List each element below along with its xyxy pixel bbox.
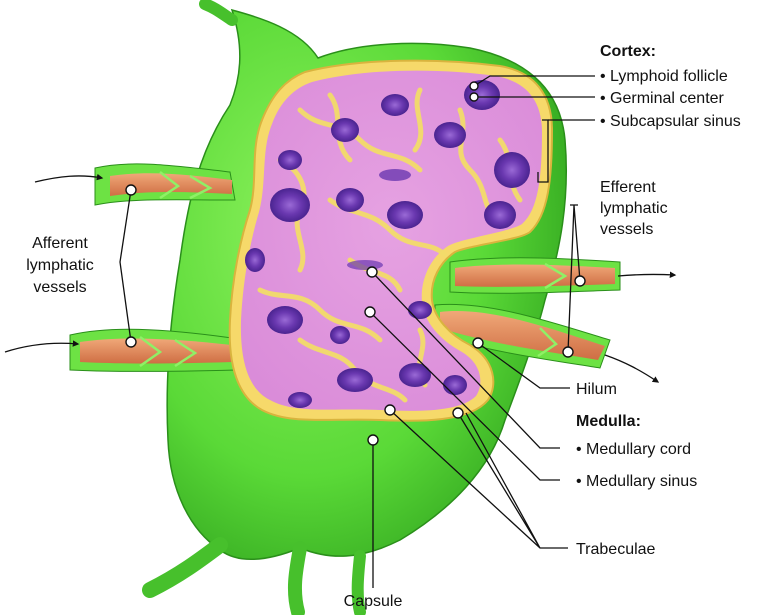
afferent-arrow-lower — [4, 340, 80, 353]
efferent-arrow-upper — [617, 271, 677, 278]
label-hilum: Hilum — [576, 381, 617, 398]
follicles — [245, 80, 530, 408]
afferent-vessel-lower — [69, 328, 237, 372]
label-efferent-line2: lymphatic — [600, 200, 668, 217]
flow-arrows — [4, 173, 677, 383]
leader-afferent — [119, 189, 132, 343]
label-medullary-cord: • Medullary cord — [576, 441, 691, 458]
leader-lines — [119, 75, 595, 588]
label-afferent-line3: vessels — [33, 279, 86, 296]
subcapsular-bracket — [537, 119, 549, 183]
label-afferent-line2: lymphatic — [26, 257, 94, 274]
cortex-header: Cortex: — [600, 43, 656, 60]
leader-lymphoid-follicle — [473, 75, 595, 87]
efferent-vessel-upper — [449, 257, 621, 294]
label-subcapsular-sinus: • Subcapsular sinus — [600, 113, 741, 130]
label-germinal-center: • Germinal center — [600, 90, 725, 107]
label-capsule: Capsule — [344, 593, 403, 610]
leader-medullary-sinus — [369, 311, 560, 481]
afferent-arrow-upper — [34, 173, 104, 183]
label-trabeculae: Trabeculae — [576, 541, 656, 558]
node-cross-section — [228, 59, 554, 422]
label-afferent-line1: Afferent — [32, 235, 88, 252]
leader-hilum — [477, 342, 570, 389]
label-lymphoid-follicle: • Lymphoid follicle — [600, 68, 728, 85]
pointer-dots — [125, 81, 586, 446]
label-efferent-line1: Efferent — [600, 179, 656, 196]
efferent-arrow-lower — [604, 354, 660, 383]
leader-efferent — [567, 204, 581, 353]
label-medullary-sinus: • Medullary sinus — [576, 473, 697, 490]
label-efferent-line3: vessels — [600, 221, 653, 238]
afferent-vessel-upper — [94, 163, 236, 206]
leader-medullary-cord — [371, 271, 560, 449]
medulla-header: Medulla: — [576, 413, 641, 430]
leader-trabeculae — [389, 409, 568, 549]
